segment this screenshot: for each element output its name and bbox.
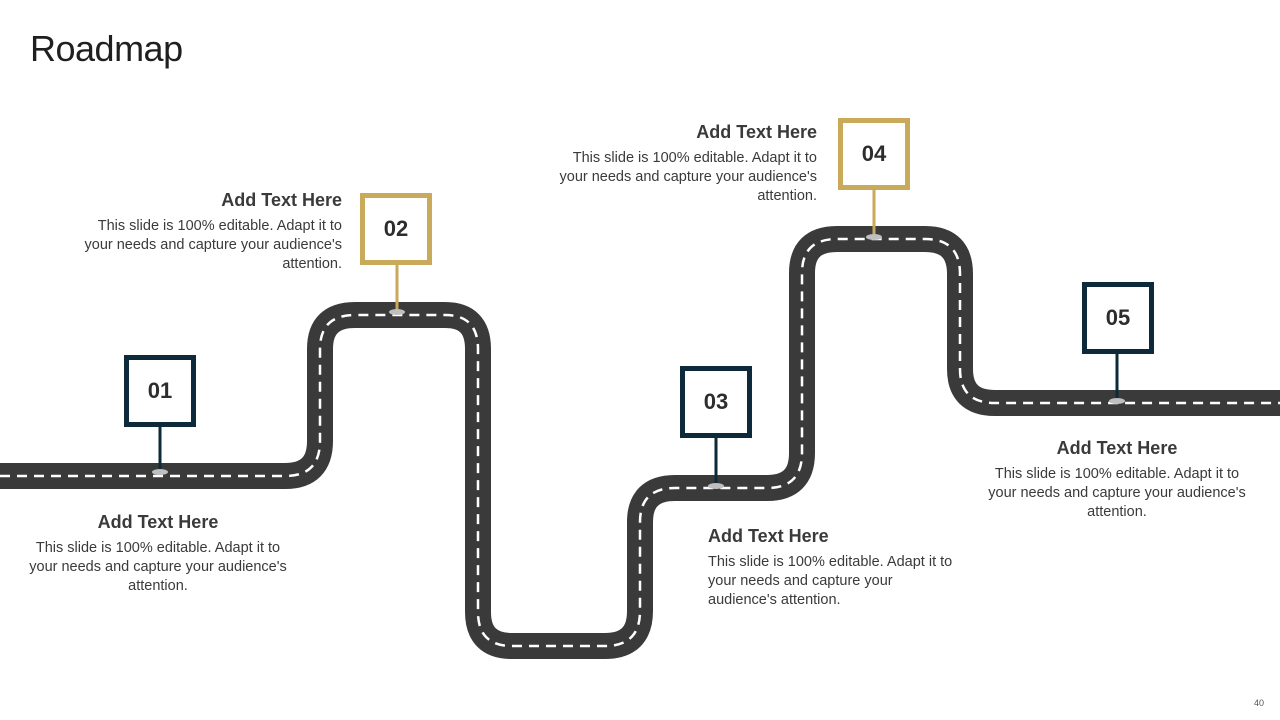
milestone-marker-04: 04 (838, 118, 910, 190)
page-number: 40 (1253, 698, 1264, 708)
slide-title: Roadmap (30, 28, 183, 69)
milestone-body: This slide is 100% editable. Adapt it to… (708, 554, 953, 608)
milestone-text-03: Add Text Here This slide is 100% editabl… (708, 526, 958, 610)
milestone-text-04: Add Text Here This slide is 100% editabl… (558, 122, 818, 206)
milestone-text-01: Add Text Here This slide is 100% editabl… (28, 512, 288, 596)
milestone-pin-02 (389, 258, 405, 315)
milestone-marker-02: 02 (360, 193, 432, 265)
milestone-pin-03 (708, 432, 724, 489)
milestone-heading: Add Text Here (696, 122, 817, 142)
milestone-body: This slide is 100% editable. Adapt it to… (559, 150, 818, 204)
milestone-body: This slide is 100% editable. Adapt it to… (29, 540, 287, 594)
milestone-text-05: Add Text Here This slide is 100% editabl… (987, 438, 1247, 522)
milestone-marker-01: 01 (124, 355, 196, 427)
milestone-pin-04 (866, 183, 882, 240)
milestone-pin-01 (152, 420, 168, 475)
milestone-heading: Add Text Here (708, 526, 829, 546)
milestone-body: This slide is 100% editable. Adapt it to… (988, 466, 1246, 520)
milestone-heading: Add Text Here (1056, 438, 1178, 458)
milestone-heading: Add Text Here (221, 190, 342, 210)
milestone-pin-05 (1109, 348, 1125, 404)
milestone-heading: Add Text Here (97, 512, 219, 532)
milestone-marker-03: 03 (680, 366, 752, 438)
milestone-text-02: Add Text Here This slide is 100% editabl… (84, 190, 343, 274)
milestone-body: This slide is 100% editable. Adapt it to… (84, 218, 343, 272)
milestone-marker-05: 05 (1082, 282, 1154, 354)
